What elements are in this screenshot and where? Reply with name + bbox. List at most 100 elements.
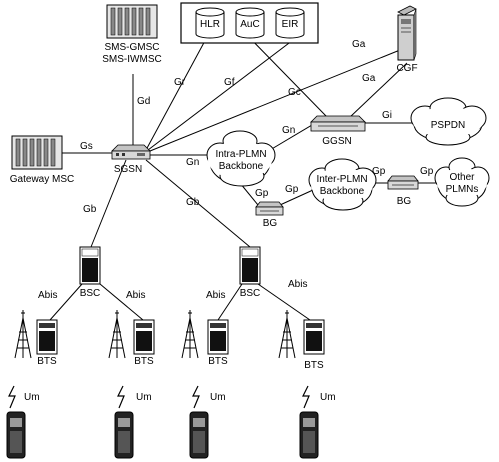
database-group: HLR AuC EIR [180,2,319,44]
hlr-label: HLR [200,19,220,30]
intra-plmn-cloud [206,130,276,187]
sms-iwmsc-label: SMS-IWMSC [102,54,161,65]
sgsn-label: SGSN [114,164,142,175]
gateway-msc-switch-icon [11,135,63,170]
link-abis-1 [49,283,83,321]
abis-label-4: Abis [288,279,307,290]
connection-lines [49,30,436,321]
link-abis-4 [257,283,311,321]
bts-cabinet-icon [36,319,58,355]
um-label-1: Um [24,392,40,403]
lightning-bolt-icon [302,385,310,409]
sms-gmsc-switch-icon [106,4,158,39]
abis-label-3: Abis [206,290,225,301]
gi-label: Gi [382,110,392,121]
antenna-tower-icon [278,310,296,359]
other-plmns-label-2: PLMNs [446,184,479,195]
gr-label: Gr [174,77,186,88]
ga-cgf-label: Ga [362,73,376,84]
bg-outer-label: BG [397,196,412,207]
intra-plmn-label-1: Intra-PLMN [215,149,266,160]
pspdn-cloud [410,97,487,146]
gb-left-label: Gb [83,204,97,215]
auc-label: AuC [240,19,259,30]
mobile-phone-icon [6,411,26,459]
bts-1 [14,310,58,359]
link-abis-3 [217,283,243,321]
lightning-bolt-icon [192,385,200,409]
ga-top-label: Ga [352,39,366,50]
mobile-station-3 [189,385,209,459]
bts-4 [278,310,325,359]
gd-label: Gd [137,96,150,107]
mobile-station-2 [114,385,134,459]
intra-plmn-label-2: Backbone [219,161,264,172]
lightning-bolt-icon [117,385,125,409]
um-label-2: Um [136,392,152,403]
link-gn-ggsn [269,124,313,151]
link-gb-left [90,159,127,248]
auc-database-icon [235,7,265,39]
sgsn-router-icon [111,144,151,160]
abis-label-1: Abis [38,290,57,301]
eir-database-icon [275,7,305,39]
hlr-database-icon [195,7,225,39]
gf-label: Gf [224,77,235,88]
cgf-label: CGF [396,63,417,74]
gc-label: Gc [288,87,301,98]
gp-outer-right-label: Gp [420,166,434,177]
antenna-tower-icon [181,310,199,359]
link-gf [147,36,298,151]
link-gp-bg-inter [279,189,314,206]
gp-bg-left-label: Gp [255,188,269,199]
link-abis-2 [99,283,144,321]
inter-plmn-label-2: Backbone [320,186,365,197]
bg-outer-router-icon [387,175,419,190]
inter-plmn-label-1: Inter-PLMN [316,174,367,185]
pspdn-label: PSPDN [431,120,465,131]
antenna-tower-icon [14,310,32,359]
mobile-phone-icon [114,411,134,459]
mobile-station-4 [299,385,319,459]
bts-label-2: BTS [134,356,154,367]
mobile-station-1 [6,385,26,459]
other-plmns-label-1: Other [449,172,475,183]
gateway-msc-label: Gateway MSC [10,174,74,185]
interface-labels: Gd Gs Gr Gf Gc Ga Ga Gn Gn Gi Gp Gp Gp G… [24,39,434,403]
bts-2 [108,310,155,359]
gp-outer-left-label: Gp [372,166,386,177]
bg-inner-label: BG [263,218,278,229]
um-label-4: Um [320,392,336,403]
um-label-3: Um [210,392,226,403]
lightning-bolt-icon [8,385,16,409]
eir-label: EIR [282,19,299,30]
bts-label-3: BTS [208,356,228,367]
ggsn-label: GGSN [322,136,351,147]
link-gc [242,30,328,118]
bsc-left-icon [79,246,101,285]
mobile-phone-icon [189,411,209,459]
link-gb-right [145,159,251,248]
bts-cabinet-icon [133,319,155,355]
bts-3 [181,310,229,359]
gs-label: Gs [80,141,93,152]
bts-label-1: BTS [37,356,57,367]
link-ga-cgf [348,62,408,119]
link-gr [145,36,208,151]
bsc-right-label: BSC [240,288,261,299]
bsc-left-label: BSC [80,288,101,299]
link-gp-bg-intra [239,182,259,206]
bg-inner-router-icon [255,201,284,216]
bsc-right-icon [239,246,261,285]
cgf-server-icon [397,5,417,61]
gn-ggsn-label: Gn [282,125,295,136]
gn-sgsn-label: Gn [186,157,199,168]
mobile-phone-icon [299,411,319,459]
bts-cabinet-icon [303,319,325,355]
link-ga-sgsn [149,49,401,152]
bts-cabinet-icon [207,319,229,355]
other-plmns-cloud [434,157,490,207]
ggsn-router-icon [310,115,366,132]
bts-label-4: BTS [304,360,324,371]
